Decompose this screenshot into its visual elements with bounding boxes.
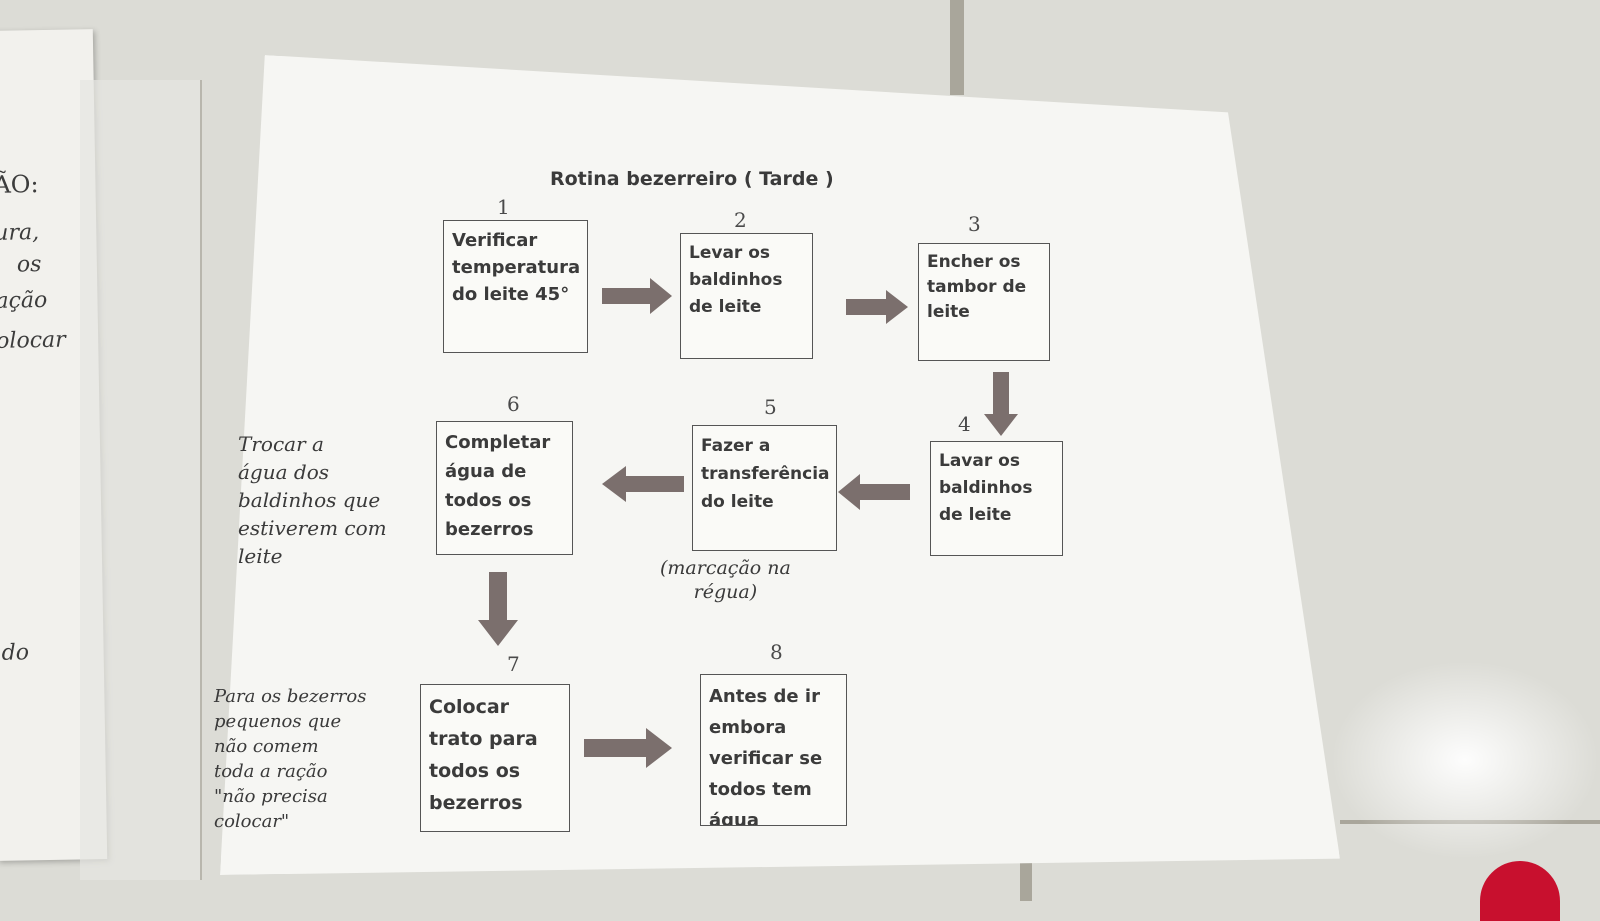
left-fragment: olocar [0,327,66,354]
arrow-right-icon [846,290,908,324]
step-box-8: Antes de ir embora verificar se todos te… [700,674,847,826]
step-box-3: Encher os tambor de leite [918,243,1050,361]
step-number: 5 [764,395,777,419]
handwritten-note-step5: (marcação na régua) [660,557,791,603]
plastic-sleeve [80,80,202,880]
step-number: 8 [770,640,783,664]
step-number: 6 [507,392,520,416]
step-box-7: Colocar trato para todos os bezerros [420,684,570,832]
left-fragment: ura, [0,220,40,246]
step-number: 7 [507,652,520,676]
step-number: 2 [734,208,747,232]
step-box-2: Levar os baldinhos de leite [680,233,813,359]
left-fragment: ação [0,287,48,314]
step-number: 3 [968,212,981,236]
step-box-4: Lavar os baldinhos de leite [930,441,1063,556]
plastic-glare [1330,660,1600,860]
arrow-left-icon [838,474,910,510]
tile-grout [950,0,964,95]
handwritten-note-step6: Trocar a água dos baldinhos que estivere… [238,432,387,568]
step-box-5: Fazer a transferência do leite [692,425,837,551]
step-box-6: Completar água de todos os bezerros [436,421,573,555]
left-fragment: os [16,252,42,278]
arrow-right-icon [584,728,672,768]
left-fragment: do [1,640,30,666]
arrow-left-icon [602,466,684,502]
step-number: 4 [958,412,971,436]
arrow-down-icon [984,372,1018,436]
diagram-title: Rotina bezerreiro ( Tarde ) [550,168,834,190]
handwritten-note-step7: Para os bezerros pequenos que não comem … [214,686,367,832]
arrow-down-icon [478,572,518,646]
arrow-right-icon [602,278,672,314]
left-fragment: ÃO: [0,170,39,199]
red-object [1480,861,1560,921]
step-number: 1 [497,195,510,219]
step-box-1: Verificar temperatura do leite 45° [443,220,588,353]
